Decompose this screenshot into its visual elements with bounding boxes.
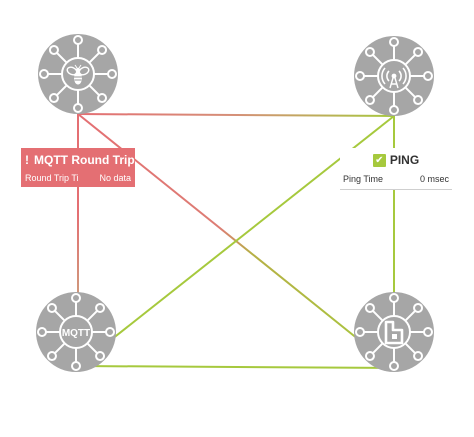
node-port [97,44,108,55]
node-b-logo[interactable] [354,292,434,372]
node-port [46,302,57,313]
node-spoke [371,342,384,355]
node-port [97,93,108,104]
b-logo-icon [384,320,404,345]
node-bee[interactable] [38,34,118,114]
bee-icon [66,64,90,85]
node-port [39,69,49,79]
alert-icon: ! [25,153,29,167]
node-spoke [53,342,66,355]
mqtt-card-title: MQTT Round Trip [34,153,135,167]
node-port [48,44,59,55]
mqtt-metric-value: No data [99,173,131,183]
mqtt-icon: MQTT [62,328,90,339]
node-port [71,361,81,371]
mqtt-round-trip-card[interactable]: ! MQTT Round Trip Round Trip Ti No data [21,148,135,187]
ping-card-title-row: ✔ PING [343,152,449,168]
node-port [37,327,47,337]
node-port [389,361,399,371]
node-port [413,302,424,313]
link-n1-n2 [77,113,395,117]
node-port [95,351,106,362]
node-port [364,351,375,362]
ping-metric-label: Ping Time [343,174,384,184]
node-spoke [371,309,384,322]
node-spoke [88,51,101,64]
node-spoke [371,86,384,99]
node-spoke [88,84,101,97]
node-port [73,35,83,45]
node-port [389,105,399,115]
node-port [364,46,375,57]
nodes-layer: MQTT [36,34,434,372]
node-port [46,351,57,362]
node-port [355,327,365,337]
node-port [48,93,59,104]
node-spoke [55,84,68,97]
node-port [364,302,375,313]
node-port [413,351,424,362]
node-port [413,46,424,57]
link-n3-n4 [77,365,395,369]
node-spoke [404,86,417,99]
node-spoke [404,309,417,322]
node-spoke [404,53,417,66]
node-spoke [53,309,66,322]
ping-card-title: PING [389,153,420,167]
node-port [73,103,83,113]
mqtt-card-title-row: ! MQTT Round Trip [25,151,135,169]
node-port [413,95,424,106]
node-port [355,71,365,81]
node-spoke [86,342,99,355]
wireless-signal-icon [381,67,407,89]
node-spoke [86,309,99,322]
node-port [423,327,433,337]
node-port [423,71,433,81]
node-mqtt[interactable]: MQTT [36,292,116,372]
node-port [71,293,81,303]
node-spoke [55,51,68,64]
node-port [389,37,399,47]
node-port [389,293,399,303]
check-icon: ✔ [372,153,386,167]
node-spoke [371,53,384,66]
node-port [107,69,117,79]
node-spoke [404,342,417,355]
node-port [364,95,375,106]
node-port [105,327,115,337]
node-wireless[interactable] [354,36,434,116]
mqtt-metric-label: Round Trip Ti [25,173,79,183]
node-port [95,302,106,313]
ping-metric-value: 0 msec [419,174,449,184]
ping-card-metric: Ping Time 0 msec [343,174,449,184]
mqtt-card-metric: Round Trip Ti No data [25,173,131,183]
ping-card[interactable]: ✔ PING Ping Time 0 msec [340,148,452,190]
